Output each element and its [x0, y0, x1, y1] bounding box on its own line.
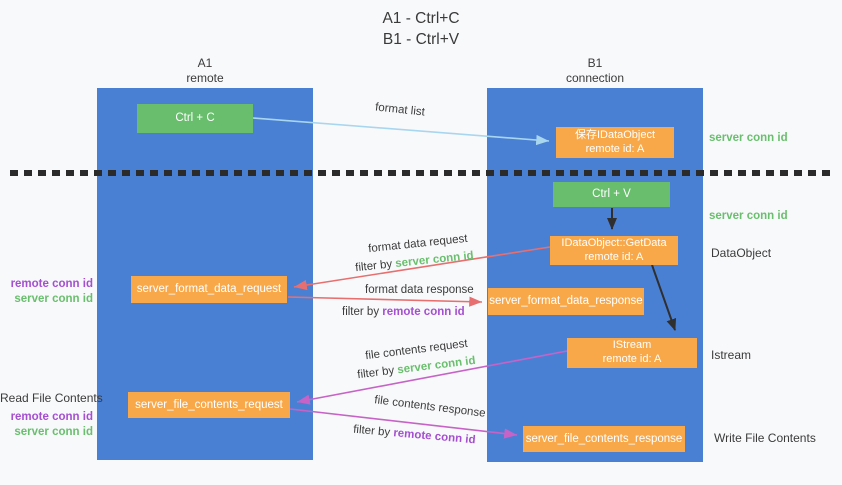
node-ctrl-v-label: Ctrl + V [592, 188, 631, 201]
node-ctrl-c-label: Ctrl + C [175, 112, 215, 125]
node-istream: IStream remote id: A [567, 338, 697, 368]
node-ctrl-c: Ctrl + C [137, 104, 253, 133]
node-getdata-line1: IDataObject::GetData [561, 236, 667, 249]
filter-prefix: filter by [356, 364, 399, 382]
diagram-title: A1 - Ctrl+C B1 - Ctrl+V [0, 9, 842, 51]
filter-key-remote-conn-id: remote conn id [382, 306, 465, 318]
node-istream-line1: IStream [612, 339, 652, 352]
side-label-server-conn-id-1: server conn id [14, 293, 93, 305]
dashed-separator-line [10, 170, 835, 176]
side-label-read-file-contents: Read File Contents [0, 391, 103, 405]
side-label-server-conn-id-2: server conn id [14, 426, 93, 438]
lane-b1-name: B1 [587, 56, 603, 70]
lane-b1-role: connection [565, 71, 625, 85]
label-filter-file-response: filter by remote conn id [353, 424, 476, 447]
node-save-dataobject-line2: remote id: A [585, 142, 645, 155]
lane-header-b1: B1 connection [487, 56, 703, 86]
node-format-response-label: server_format_data_response [489, 295, 643, 308]
node-getdata-line2: remote id: A [584, 250, 644, 263]
node-server-format-data-request: server_format_data_request [131, 276, 287, 303]
side-label-remote-conn-id-1: remote conn id [10, 278, 93, 290]
node-file-response-label: server_file_contents_response [525, 432, 683, 445]
side-label-server-conn-id-top: server conn id [709, 132, 788, 144]
node-server-file-contents-response: server_file_contents_response [523, 426, 685, 452]
side-label-istream: Istream [711, 348, 752, 362]
side-label-remote-conn-id-2: remote conn id [10, 411, 93, 423]
filter-prefix: filter by [342, 306, 383, 318]
arrow-format-data-response [287, 296, 483, 307]
side-label-write-file-contents: Write File Contents [714, 431, 816, 445]
filter-key-server-conn-id: server conn id [394, 249, 475, 270]
side-label-server-conn-id-mid: server conn id [709, 210, 788, 222]
filter-key-server-conn-id: server conn id [396, 354, 477, 377]
filter-key-remote-conn-id: remote conn id [392, 427, 476, 447]
lane-header-a1: A1 remote [97, 56, 313, 86]
title-line-2: B1 - Ctrl+V [382, 30, 460, 48]
side-label-dataobject: DataObject [711, 246, 772, 260]
label-format-list: format list [374, 101, 426, 119]
filter-prefix: filter by [354, 258, 396, 275]
node-server-file-contents-request: server_file_contents_request [128, 392, 290, 418]
label-filter-format-response: filter by remote conn id [342, 306, 465, 318]
filter-prefix: filter by [352, 423, 394, 440]
lane-a1-name: A1 [197, 56, 213, 70]
node-istream-line2: remote id: A [602, 353, 662, 365]
lane-a1-role: remote [186, 71, 224, 85]
node-ctrl-v: Ctrl + V [553, 182, 670, 207]
node-save-dataobject-line1: 保存IDataObject [574, 128, 656, 141]
title-line-1: A1 - Ctrl+C [382, 10, 460, 27]
node-save-dataobject: 保存IDataObject remote id: A [556, 127, 674, 158]
node-file-request-label: server_file_contents_request [135, 398, 283, 411]
label-format-data-response: format data response [365, 284, 474, 296]
node-server-format-data-response: server_format_data_response [488, 288, 644, 315]
label-file-contents-response: file contents response [373, 394, 487, 420]
node-format-request-label: server_format_data_request [136, 283, 282, 296]
node-idataobject-getdata: IDataObject::GetData remote id: A [550, 236, 678, 265]
